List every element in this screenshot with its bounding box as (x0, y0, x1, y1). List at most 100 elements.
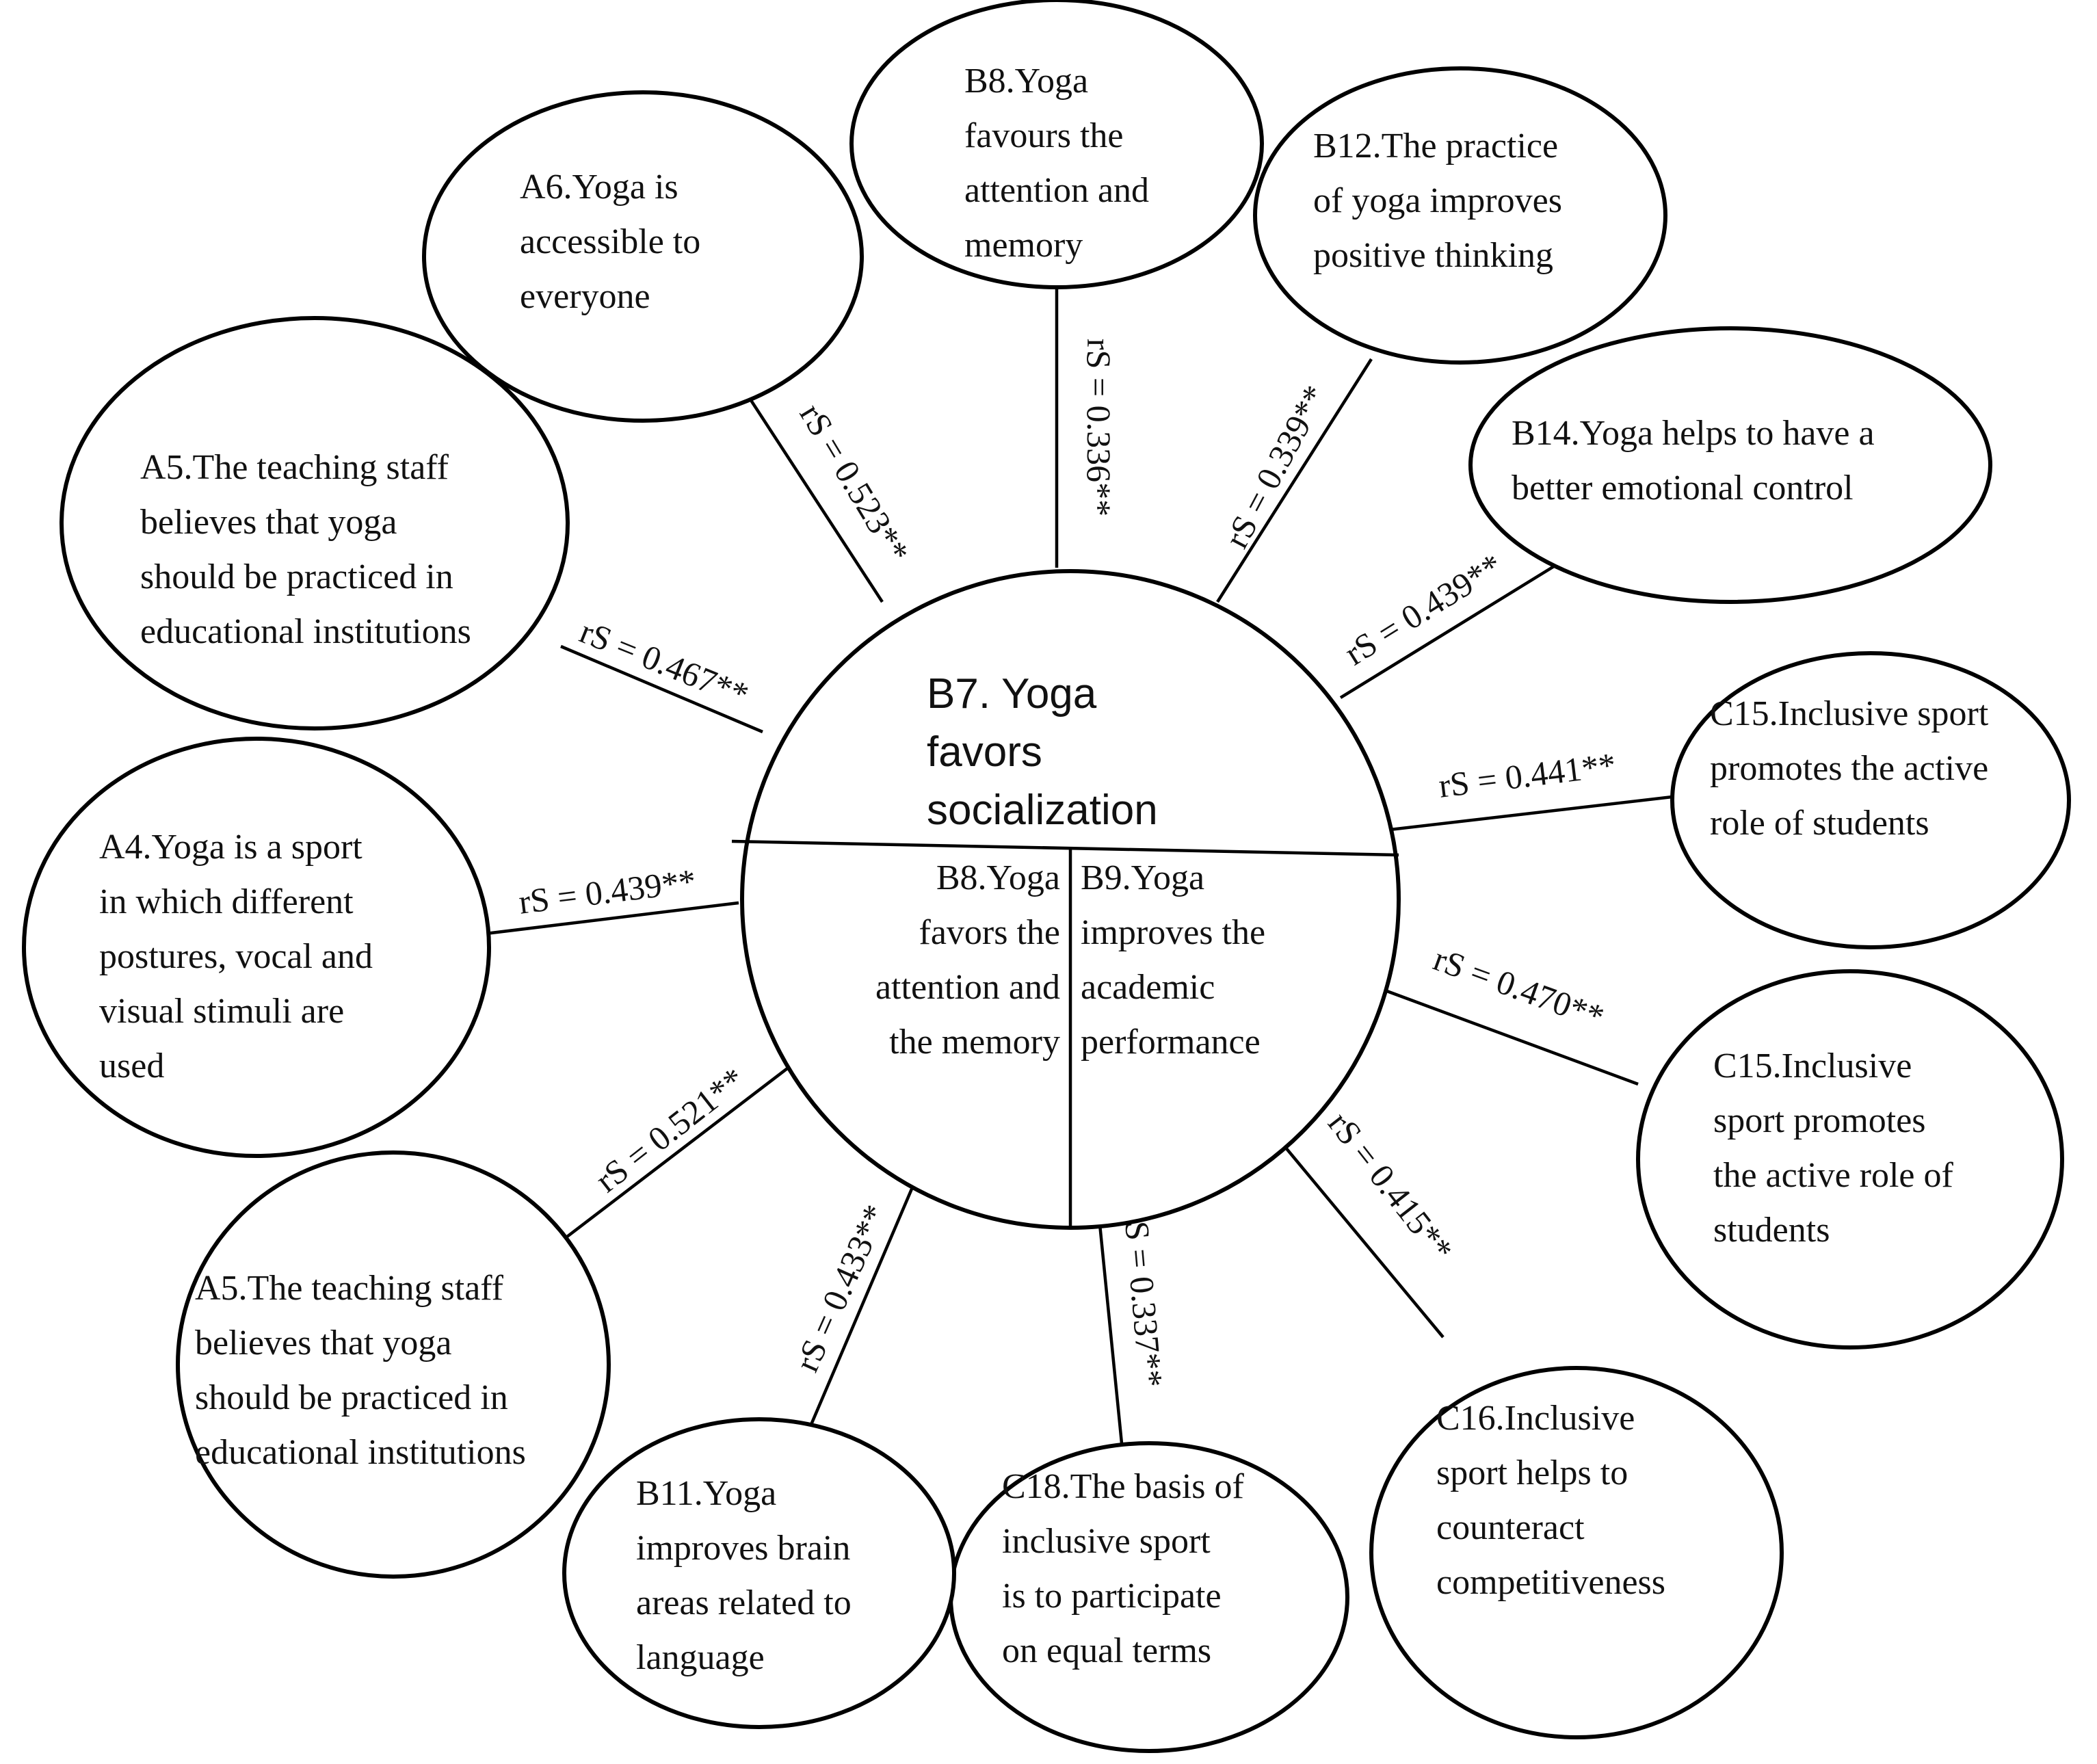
edge-label-a6: rS = 0.523** (793, 397, 917, 569)
node-label-line: sport helps to (1436, 1453, 1628, 1492)
center-title-line: B7. Yoga (927, 670, 1097, 718)
node-label-line: areas related to (636, 1583, 852, 1622)
node-b11: B11.Yoga improves brain areas related to la… (562, 1417, 956, 1729)
node-label-line: postures, vocal and (99, 937, 373, 976)
node-label-line: language (636, 1638, 765, 1677)
edge-line-a6 (734, 375, 884, 603)
node-shape-a4 (22, 737, 491, 1158)
node-label-line: in which different (99, 882, 354, 921)
node-label-line: C16.Inclusive (1436, 1399, 1635, 1438)
node-label-line: students (1713, 1211, 1830, 1250)
edge-line-b11 (808, 1145, 932, 1427)
node-label-line: accessible to (520, 222, 700, 261)
node-label-line: believes that yoga (195, 1324, 451, 1363)
center-title-line: socialization (927, 787, 1158, 834)
node-label-line: sport promotes (1713, 1101, 1926, 1140)
node-label-line: favours the (964, 116, 1123, 155)
edge-line-a4 (485, 901, 739, 936)
node-c15-b: C15.Inclusive sport promotes the active ro… (1636, 969, 2064, 1350)
node-label-line: should be practiced in (140, 557, 453, 596)
edge-label-b12: rS = 0.339** (1217, 379, 1334, 554)
node-label-line: counteract (1436, 1508, 1585, 1547)
node-a5-top: A5.The teaching staff believes that yoga s… (60, 316, 570, 730)
node-label-line: role of students (1710, 804, 1929, 843)
center-right-line: academic (1081, 968, 1215, 1007)
node-shape-a5-top (60, 316, 570, 730)
node-label-line: the active role of (1713, 1156, 1954, 1195)
center-right-line: performance (1081, 1023, 1261, 1062)
node-label-line: B12.The practice (1313, 127, 1558, 166)
node-label-line: B11.Yoga (636, 1474, 776, 1513)
node-label-line: B8.Yoga (964, 62, 1088, 101)
edge-line-c16 (1257, 1114, 1445, 1339)
node-label-line: positive thinking (1313, 236, 1553, 275)
center-title-line: favors (927, 728, 1042, 776)
node-label-line: visual stimuli are (99, 992, 344, 1031)
edge-line-c15-b (1360, 979, 1639, 1086)
edge-label-a5-bottom: rS = 0.521** (588, 1059, 752, 1199)
edge-label-b11: rS = 0.433** (787, 1199, 895, 1377)
node-label-line: A5.The teaching staff (140, 448, 449, 487)
edge-label-c16: rS = 0.415** (1321, 1105, 1460, 1268)
center-left-line: favors the (919, 913, 1060, 952)
node-shape-c15-b (1636, 969, 2064, 1350)
node-label-line: B14.Yoga helps to have a (1512, 414, 1875, 453)
edge-label-b8-top: rS = 0.336** (1080, 339, 1118, 516)
node-label-line: A6.Yoga is (520, 168, 678, 207)
node-label-line: everyone (520, 277, 650, 316)
node-shape-a5-bottom (176, 1150, 611, 1579)
node-label-line: A4.Yoga is a sport (99, 828, 362, 867)
node-label-line: used (99, 1046, 164, 1085)
node-shape-b12 (1253, 66, 1667, 365)
edge-label-c18: rS = 0.337** (1117, 1208, 1170, 1388)
center-left-line: attention and (875, 968, 1060, 1007)
node-shape-b8-top (849, 0, 1264, 289)
node-label-line: believes that yoga (140, 503, 397, 542)
node-label-line: memory (964, 226, 1083, 265)
node-label-line: educational institutions (195, 1433, 526, 1472)
node-shape-b11 (562, 1417, 956, 1729)
node-label-line: better emotional control (1512, 469, 1854, 508)
node-a6: A6.Yoga is accessible to everyone (422, 90, 864, 423)
node-b8-top: B8.Yoga favours the attention and memory (849, 0, 1264, 289)
edge-line-a5-bottom (559, 1052, 808, 1243)
node-label-line: educational institutions (140, 612, 471, 651)
node-shape-c15-a (1670, 651, 2071, 949)
edge-line-c15-a (1377, 795, 1673, 833)
node-label-line: inclusive sport (1002, 1522, 1211, 1561)
node-label-line: attention and (964, 171, 1149, 210)
node-label-line: improves brain (636, 1529, 850, 1568)
node-shape-c16 (1369, 1366, 1784, 1739)
node-shape-b14 (1468, 326, 1992, 604)
edge-label-c15-b: rS = 0.470** (1429, 939, 1609, 1036)
node-a4: A4.Yoga is a sport in which different post… (22, 737, 491, 1158)
node-a5-bottom: A5.The teaching staff believes that yoga s… (176, 1150, 611, 1579)
center-divider-horizontal (731, 839, 1399, 857)
center-left-line: the memory (889, 1023, 1060, 1062)
center-right-line: B9.Yoga (1081, 858, 1204, 897)
center-right-line: improves the (1081, 913, 1265, 952)
node-label-line: should be practiced in (195, 1378, 508, 1417)
node-label-line: of yoga improves (1313, 181, 1562, 220)
node-label-line: C15.Inclusive sport (1710, 694, 1989, 733)
edge-line-b12 (1216, 358, 1373, 603)
node-label-line: competitiveness (1436, 1563, 1665, 1602)
node-label-line: is to participate (1002, 1577, 1222, 1616)
node-label-line: C15.Inclusive (1713, 1046, 1912, 1085)
node-label-line: on equal terms (1002, 1631, 1211, 1670)
center-left-line: B8.Yoga (936, 858, 1060, 897)
node-c15-a: C15.Inclusive sport promotes the active ro… (1670, 651, 2071, 949)
node-c16: C16.Inclusive sport helps to counteract com… (1369, 1366, 1784, 1739)
node-label-line: promotes the active (1710, 749, 1988, 788)
node-c18: C18.The basis of inclusive sport is to par… (949, 1441, 1349, 1753)
edge-line-a5-top (560, 644, 763, 734)
node-label-line: C18.The basis of (1002, 1467, 1245, 1506)
node-label-line: A5.The teaching staff (195, 1269, 504, 1308)
edge-line-b14 (1339, 560, 1564, 699)
node-b12: B12.The practice of yoga improves positive… (1253, 66, 1667, 365)
node-b14: B14.Yoga helps to have a better emotional… (1468, 326, 1992, 604)
